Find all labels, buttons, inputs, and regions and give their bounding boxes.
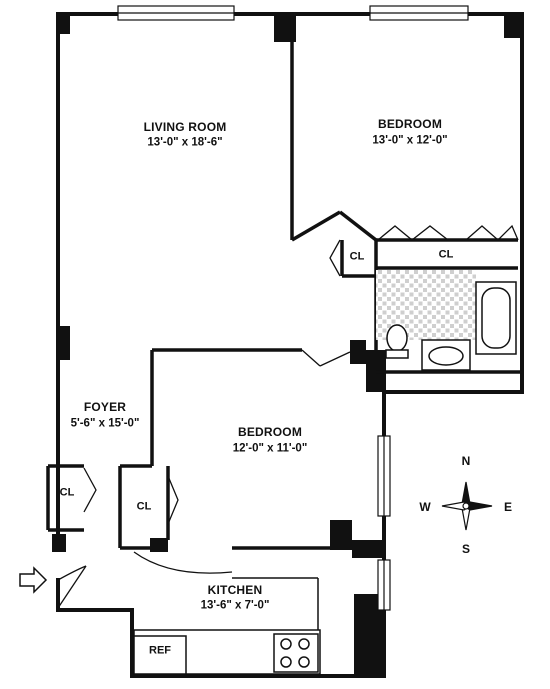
bedroom-1-dims: 13'-0" x 12'-0" xyxy=(372,134,448,147)
bedroom-1-name: BEDROOM xyxy=(377,117,443,132)
closet-label-bedroom-2: CL xyxy=(136,500,152,513)
closet-label-foyer: CL xyxy=(59,486,75,499)
kitchen-name: KITCHEN xyxy=(207,583,263,598)
kitchen-fixtures xyxy=(133,577,321,675)
windows xyxy=(117,5,469,611)
doors xyxy=(57,224,519,609)
entry-arrow-icon xyxy=(19,566,48,594)
refrigerator-label: REF xyxy=(149,644,171,657)
compass-icon xyxy=(441,481,493,531)
compass-south: S xyxy=(461,542,471,557)
living-room-dims: 13'-0" x 18'-6" xyxy=(147,136,223,149)
compass-east: E xyxy=(503,500,513,515)
closet-label-small: CL xyxy=(349,250,365,263)
closet-label-bedroom-1: CL xyxy=(438,248,454,261)
foyer-dims: 5'-6" x 15'-0" xyxy=(70,417,140,430)
bedroom-2-name: BEDROOM xyxy=(237,425,303,440)
kitchen-dims: 13'-6" x 7'-0" xyxy=(200,599,270,612)
foyer-name: FOYER xyxy=(83,400,127,415)
columns xyxy=(52,12,524,676)
compass-west: W xyxy=(419,500,431,515)
living-room-name: LIVING ROOM xyxy=(143,120,227,135)
bedroom-2-dims: 12'-0" x 11'-0" xyxy=(232,442,308,455)
compass-north: N xyxy=(461,454,471,469)
bathroom xyxy=(376,270,517,371)
